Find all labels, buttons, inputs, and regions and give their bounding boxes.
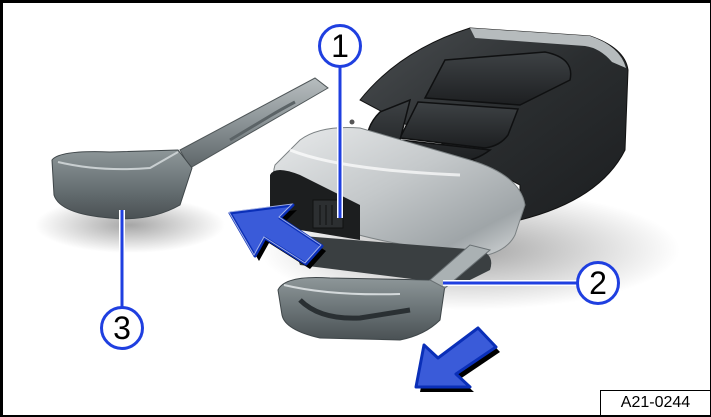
button-middle <box>398 101 520 149</box>
callout-1-number: 1 <box>331 28 349 64</box>
push-arrow-icon <box>228 203 326 269</box>
removed-key-blade <box>51 77 329 220</box>
callout-2-number: 2 <box>589 265 607 301</box>
key-blade-in-housing <box>277 244 492 341</box>
callout-1: 1 <box>318 24 362 68</box>
key-fob-body <box>270 27 629 285</box>
callout-3-number: 3 <box>113 310 131 346</box>
figure-id-label: A21-0244 <box>600 390 710 415</box>
callout-2: 2 <box>576 261 620 305</box>
figure-id-text: A21-0244 <box>620 394 691 411</box>
callout-3: 3 <box>100 306 144 350</box>
pull-arrow-icon <box>414 326 500 392</box>
led-indicator <box>349 119 355 125</box>
button-top <box>423 51 572 106</box>
